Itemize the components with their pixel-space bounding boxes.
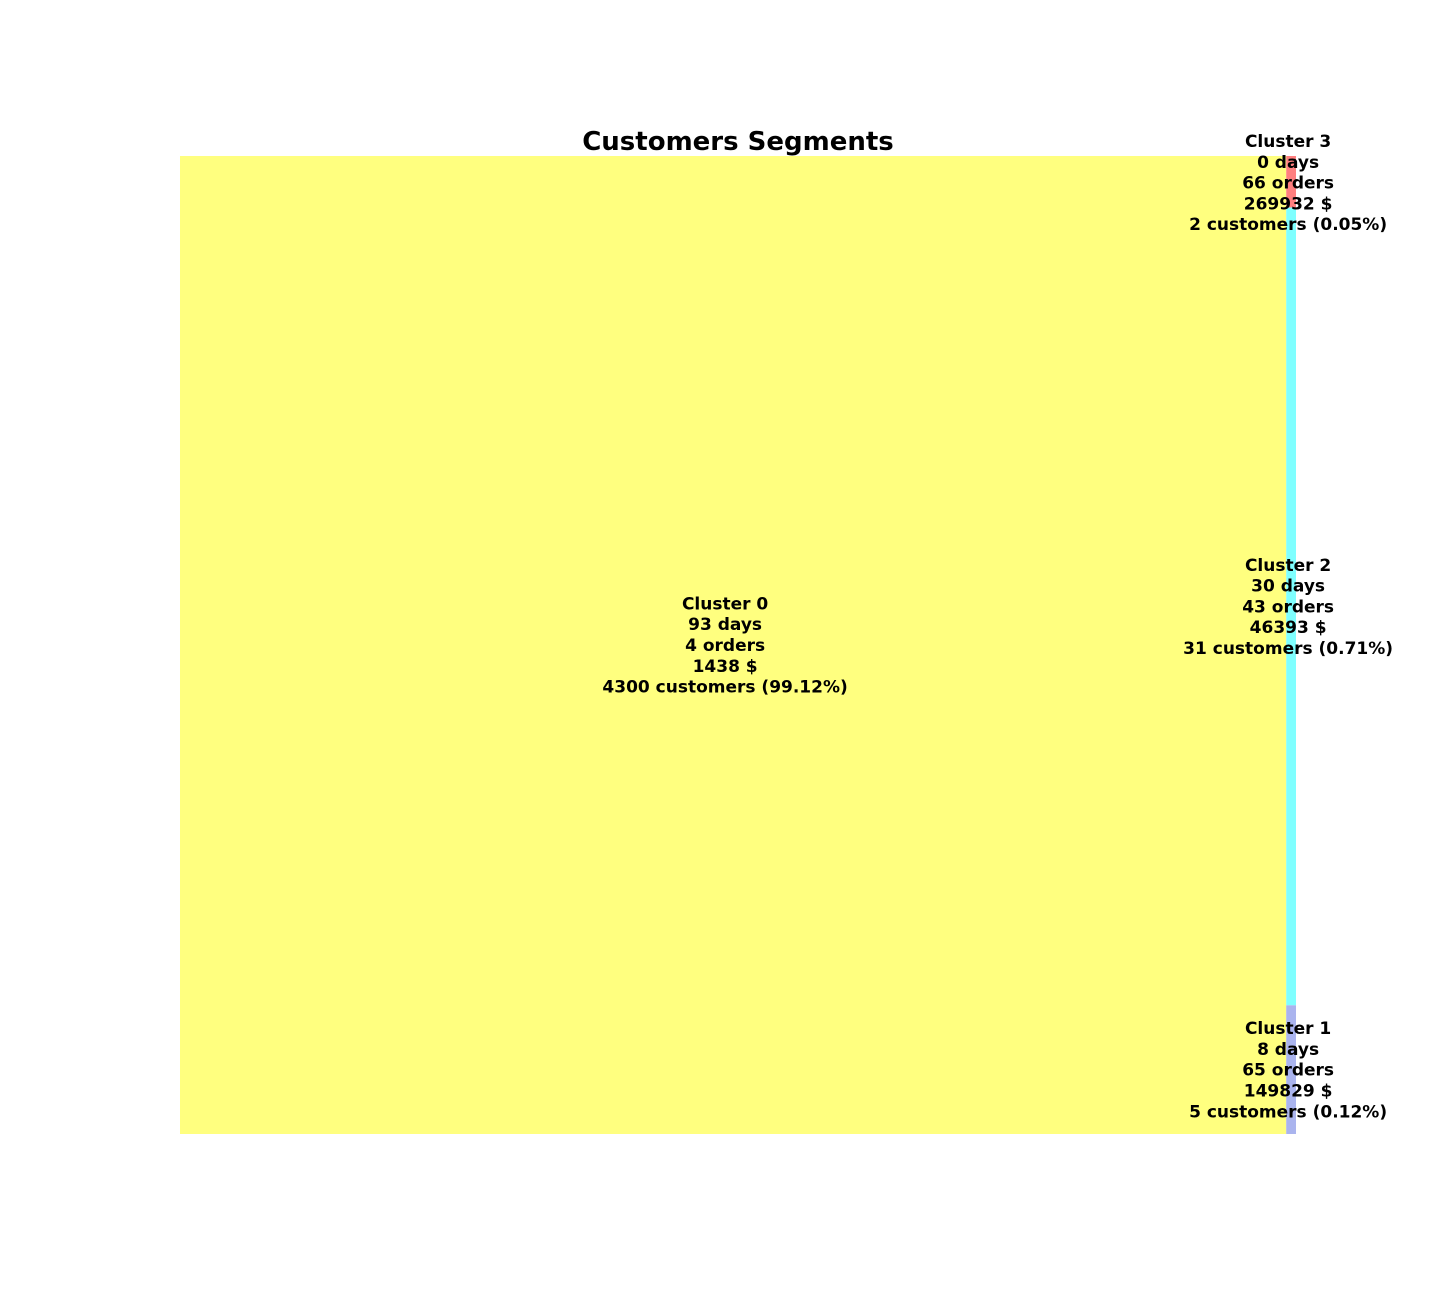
cluster-2-label-line: 46393 $ bbox=[1250, 618, 1327, 638]
cluster-0-label-line: Cluster 0 bbox=[682, 594, 768, 614]
cluster-2-label-line: Cluster 2 bbox=[1245, 556, 1331, 576]
cluster-0-label-line: 4 orders bbox=[685, 636, 765, 656]
cluster-1-label-line: Cluster 1 bbox=[1245, 1019, 1331, 1039]
cluster-3-rect bbox=[1286, 156, 1296, 208]
cluster-2-rect bbox=[1286, 207, 1296, 1006]
cluster-0-label-line: 93 days bbox=[688, 615, 762, 635]
cluster-3-label-line: 2 customers (0.05%) bbox=[1189, 215, 1387, 235]
cluster-1-rect bbox=[1286, 1005, 1296, 1134]
cluster-1-label-line: 65 orders bbox=[1242, 1061, 1334, 1081]
cluster-1-label-line: 149829 $ bbox=[1244, 1081, 1333, 1101]
cluster-0-label-line: 4300 customers (99.12%) bbox=[602, 678, 847, 698]
cluster-0-rect bbox=[180, 156, 1287, 1134]
cluster-2-label-line: 30 days bbox=[1251, 577, 1325, 597]
cluster-3-label-line: 0 days bbox=[1257, 153, 1319, 173]
cluster-0-label-line: 1438 $ bbox=[693, 657, 758, 677]
cluster-1-label-line: 8 days bbox=[1257, 1040, 1319, 1060]
treemap-rectangles bbox=[180, 156, 1296, 1134]
cluster-3-label-line: 66 orders bbox=[1242, 174, 1334, 194]
cluster-2-label-line: 31 customers (0.71%) bbox=[1183, 639, 1393, 659]
chart-title: Customers Segments bbox=[582, 127, 894, 157]
cluster-1-label-line: 5 customers (0.12%) bbox=[1189, 1102, 1387, 1122]
cluster-3-label-line: 269932 $ bbox=[1244, 194, 1333, 214]
cluster-2-label-line: 43 orders bbox=[1242, 597, 1334, 617]
cluster-3-label-line: Cluster 3 bbox=[1245, 132, 1331, 152]
